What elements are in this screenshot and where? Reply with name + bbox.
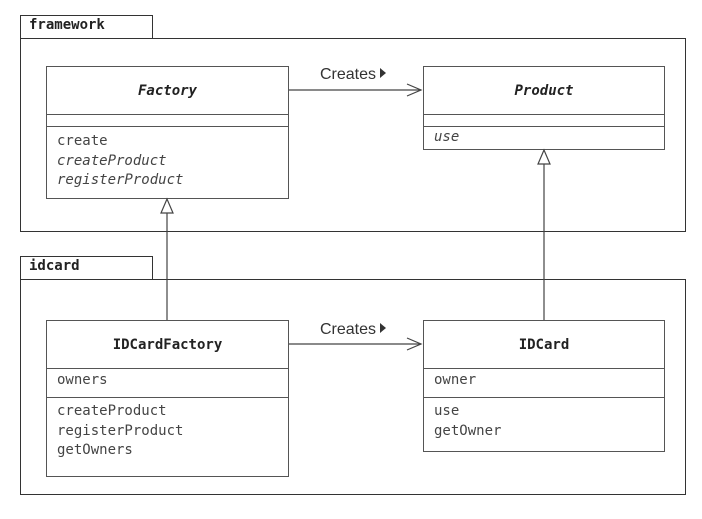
package-name-idcard: idcard (29, 258, 80, 274)
class-operations-idcard-factory: createProduct registerProduct getOwners (47, 398, 288, 465)
package-tab-framework: framework (20, 15, 153, 39)
class-name-factory: Factory (47, 67, 288, 115)
class-operations-product: use (424, 127, 664, 152)
class-attributes-factory (47, 115, 288, 127)
package-tab-idcard: idcard (20, 256, 153, 280)
package-name-framework: framework (29, 17, 105, 33)
operation-create-product: createProduct (57, 152, 167, 169)
creates-label-bottom: Creates (320, 321, 387, 339)
creates-arrowhead-bottom (406, 337, 423, 351)
class-attributes-product (424, 115, 664, 127)
attribute-owner: owner (434, 372, 477, 388)
operation-use: use (434, 403, 460, 419)
operation-create-product: createProduct (57, 403, 167, 419)
class-name-product: Product (424, 67, 664, 115)
class-factory: Factory create createProduct registerPro… (46, 66, 289, 199)
class-idcard: IDCard owner use getOwner (423, 320, 665, 452)
class-operations-idcard: use getOwner (424, 398, 664, 445)
class-product: Product use (423, 66, 665, 150)
operation-register-product: registerProduct (57, 422, 184, 439)
generalization-arrowhead-product (537, 148, 551, 165)
direction-arrow-icon (380, 68, 387, 78)
direction-arrow-icon (380, 323, 387, 333)
generalization-arrowhead-factory (160, 197, 174, 214)
operation-create: create (57, 133, 108, 149)
class-name-idcard-factory: IDCardFactory (47, 321, 288, 369)
class-operations-factory: create createProduct registerProduct (47, 127, 288, 195)
operation-get-owner: getOwner (434, 422, 502, 439)
class-attributes-idcard: owner (424, 369, 664, 398)
operation-register-product: registerProduct (57, 172, 184, 188)
creates-arrowhead-top (406, 83, 423, 97)
class-attributes-idcard-factory: owners (47, 369, 288, 398)
attribute-owners: owners (57, 372, 108, 388)
class-name-idcard: IDCard (424, 321, 664, 369)
creates-label-top: Creates (320, 66, 387, 84)
operation-use: use (434, 129, 460, 145)
operation-get-owners: getOwners (57, 442, 133, 458)
class-idcard-factory: IDCardFactory owners createProduct regis… (46, 320, 289, 477)
